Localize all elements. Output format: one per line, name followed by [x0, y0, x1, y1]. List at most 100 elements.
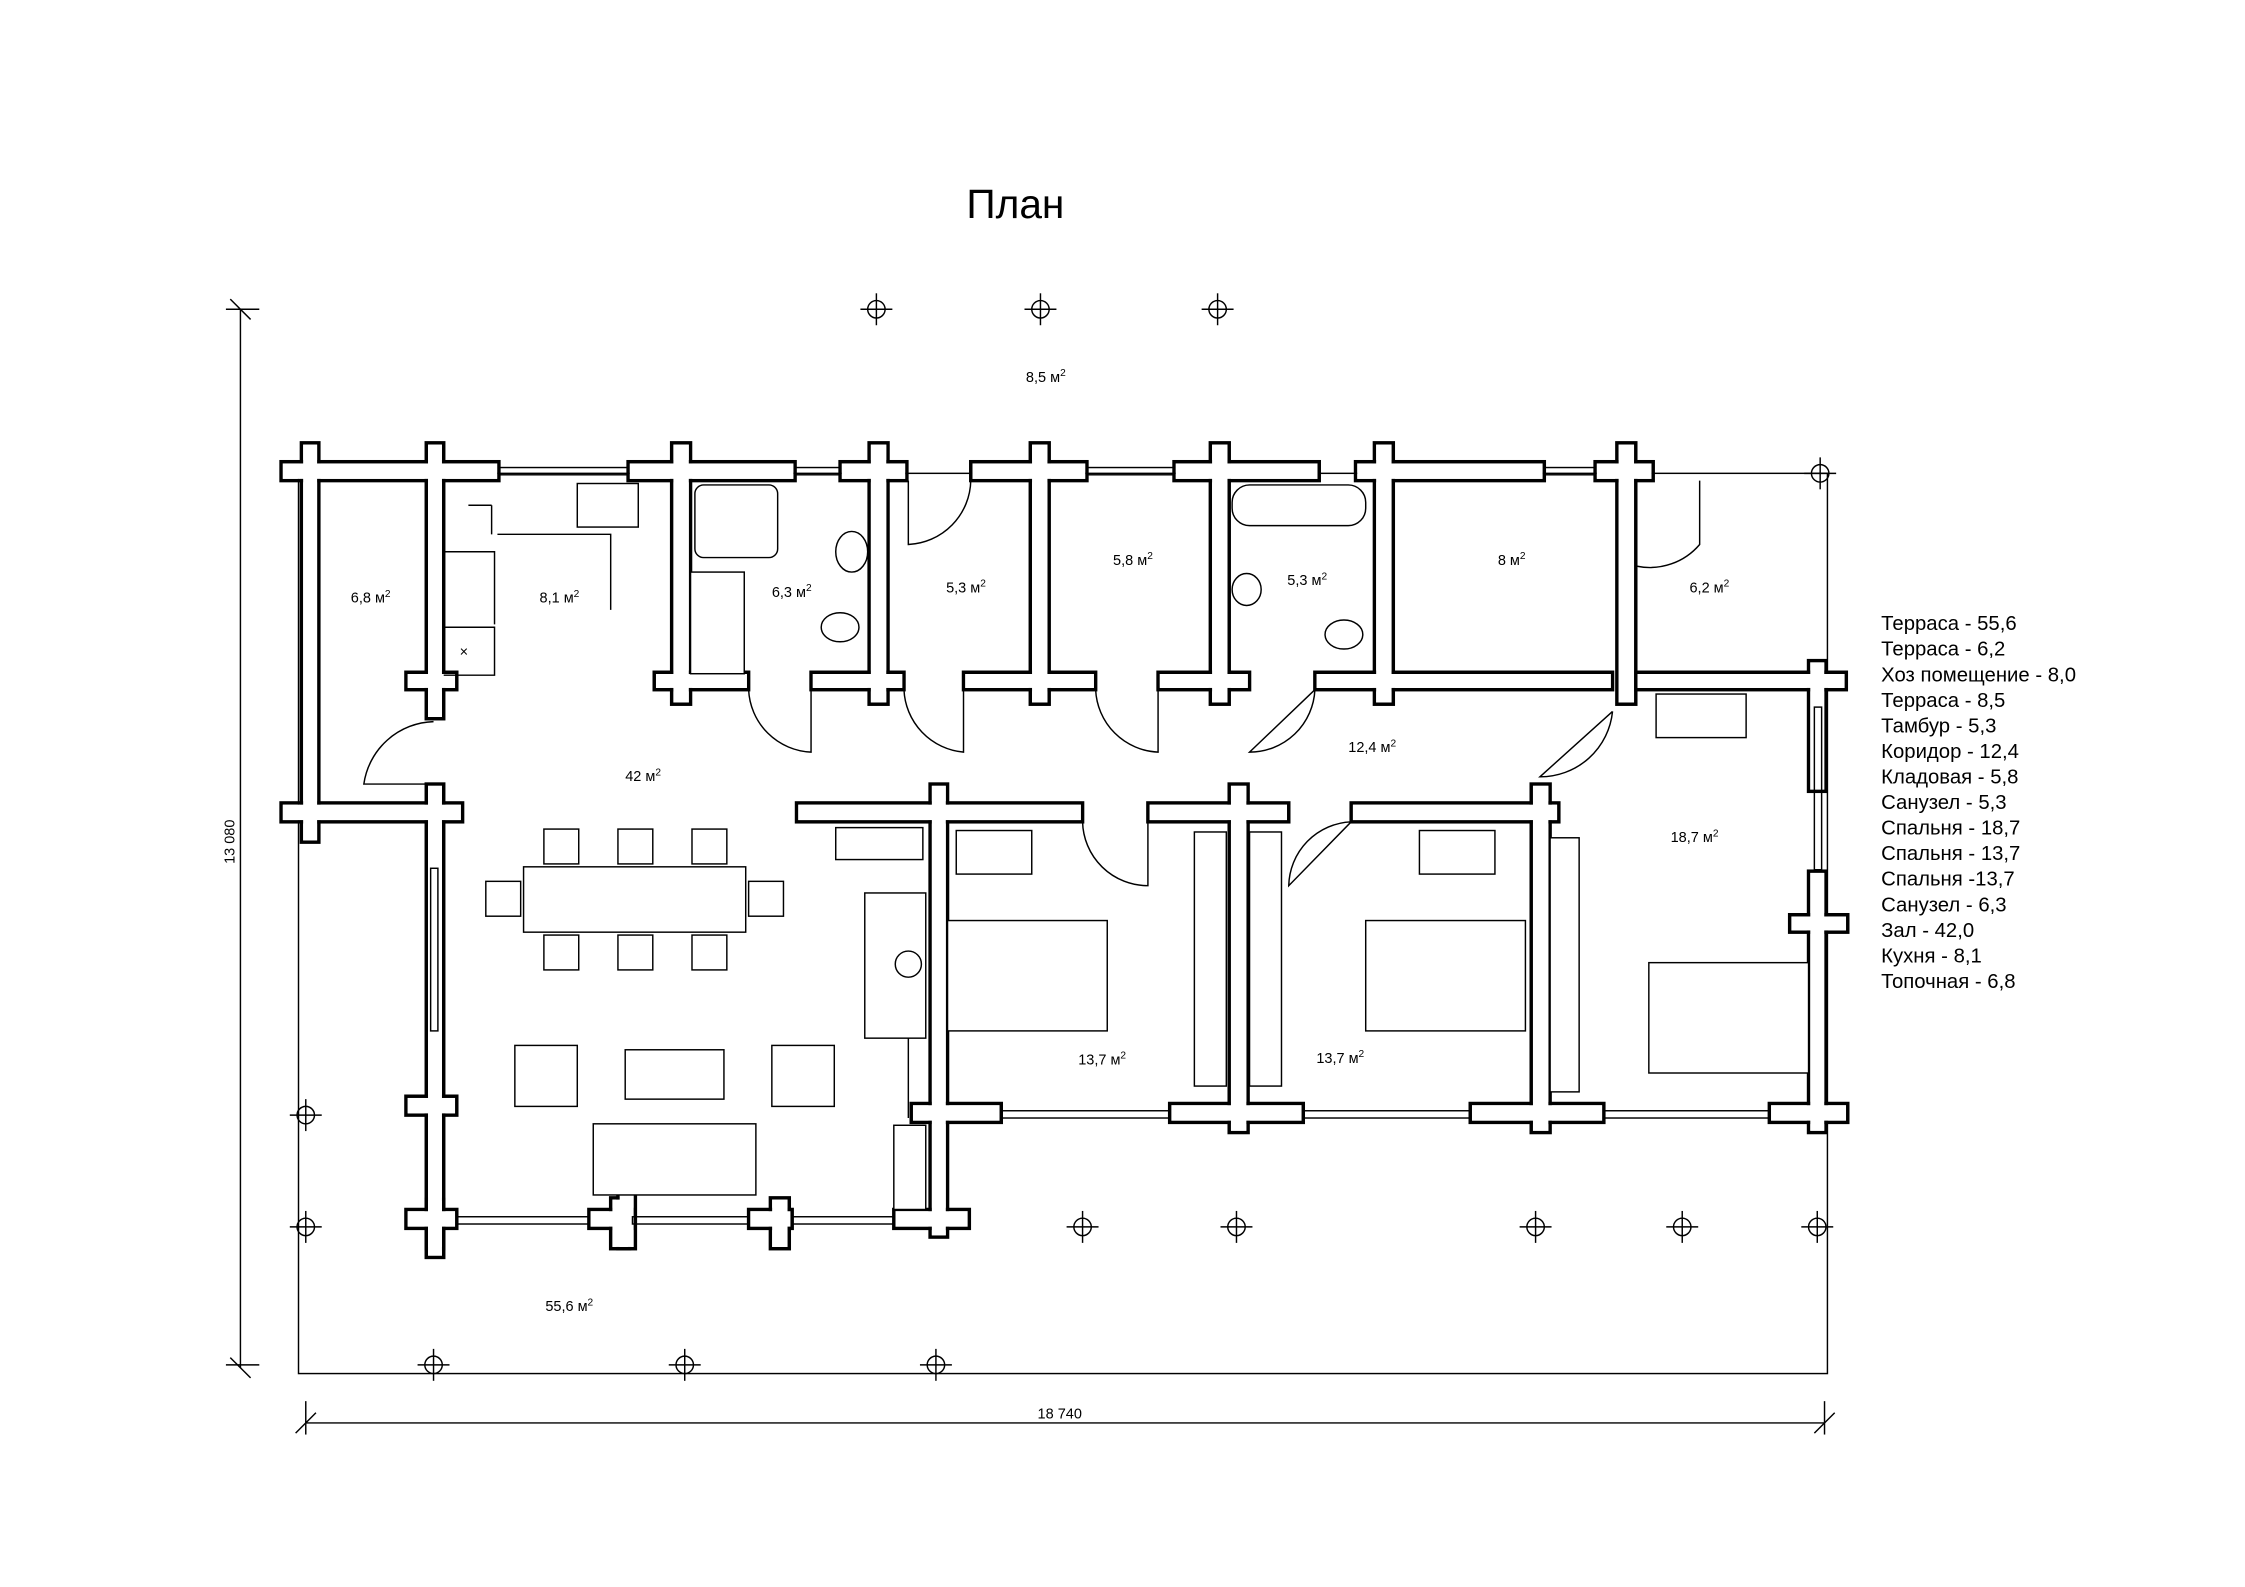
chair: [543, 828, 580, 865]
bed: [946, 919, 1108, 1032]
window: [429, 867, 439, 1032]
legend-item: Терраса - 55,6: [1881, 613, 2016, 635]
terrace-posts: [289, 293, 1837, 1381]
dresser: [1655, 693, 1747, 739]
toilet: [820, 612, 860, 643]
post-icon: [289, 1210, 322, 1243]
post-icon: [860, 293, 893, 326]
wall-segment: [1156, 670, 1252, 692]
window: [1543, 466, 1596, 476]
post-icon: [1201, 293, 1234, 326]
room-area-label: 6,2 м2: [1689, 579, 1729, 597]
room-area-label: 12,4 м2: [1348, 738, 1396, 756]
legend-item: Кладовая - 5,8: [1881, 766, 2018, 788]
wall-segment: [1806, 658, 1828, 794]
bed: [1648, 961, 1810, 1074]
wall-segment: [1615, 441, 1638, 706]
width-label: 18 740: [1038, 1407, 1082, 1423]
wardrobe: [1248, 831, 1283, 1087]
post-icon: [1801, 1210, 1834, 1243]
room-area-label: 55,6 м2: [545, 1297, 593, 1315]
dimension-width: 18 740: [295, 1401, 1836, 1435]
window: [1603, 1110, 1771, 1119]
post-icon: [1804, 457, 1837, 490]
post-icon: [919, 1348, 952, 1381]
windows: [429, 466, 1823, 1225]
post-icon: [417, 1348, 450, 1381]
post-icon: [1024, 293, 1057, 326]
bathtub: [694, 484, 779, 559]
legend-item: Топочная - 6,8: [1881, 971, 2015, 993]
toilet: [1324, 619, 1364, 650]
post-icon: [1220, 1210, 1253, 1243]
wall-segment: [1372, 441, 1396, 706]
window: [1000, 1110, 1171, 1119]
legend-item: Кухня - 8,1: [1881, 945, 1982, 967]
legend-item: Коридор - 12,4: [1881, 741, 2019, 763]
kitchen-sink: [576, 482, 639, 528]
height-label: 13 080: [223, 820, 239, 864]
dresser: [955, 829, 1033, 875]
legend-item: Спальня - 13,7: [1881, 843, 2020, 865]
window: [791, 1216, 895, 1225]
dining-table: [522, 866, 747, 933]
shelf: [689, 571, 745, 675]
chair: [617, 934, 654, 971]
armchair: [771, 1044, 836, 1108]
room-area-label: 8,5 м2: [1026, 368, 1066, 386]
wall-segment: [1227, 782, 1250, 1135]
wall-segment: [1349, 801, 1561, 824]
post-icon: [289, 1099, 322, 1132]
armchair: [514, 1044, 579, 1108]
wardrobe: [1549, 837, 1580, 1093]
wall-segment: [424, 441, 446, 721]
window: [1302, 1110, 1471, 1119]
dresser: [1418, 829, 1496, 875]
legend-item: Спальня - 18,7: [1881, 818, 2020, 840]
chair: [485, 880, 522, 917]
post-icon: [668, 1348, 701, 1381]
wall-segment: [809, 670, 906, 692]
svg-text:×: ×: [460, 644, 468, 660]
legend-item: Санузел - 5,3: [1881, 792, 2006, 814]
room-area-label: 8 м2: [1498, 551, 1526, 569]
window: [794, 466, 841, 476]
plan-title: План: [966, 181, 1064, 227]
wall-segment: [961, 670, 1098, 692]
wall-segment: [1146, 801, 1291, 824]
room-area-label: 6,8 м2: [351, 589, 391, 607]
room-area-label: 42 м2: [625, 767, 661, 785]
sofa: [592, 1123, 757, 1196]
legend-item: Тамбур - 5,3: [1881, 715, 1996, 737]
legend-item: Зал - 42,0: [1881, 920, 1974, 942]
chair: [691, 934, 728, 971]
room-area-label: 6,3 м2: [772, 583, 812, 601]
chair: [617, 828, 654, 865]
window: [456, 1216, 590, 1225]
legend-item: Терраса - 8,5: [1881, 690, 2005, 712]
post-icon: [1066, 1210, 1099, 1243]
cabinet: [893, 1124, 927, 1211]
window: [1813, 706, 1823, 871]
wall-segment: [299, 441, 321, 844]
wall-segment: [1634, 670, 1849, 692]
room-area-label: 5,3 м2: [1287, 571, 1327, 589]
wall-segment: [867, 441, 890, 706]
window: [1086, 466, 1175, 476]
window: [631, 1216, 750, 1225]
bathtub: [1231, 484, 1367, 527]
post-icon: [1519, 1210, 1552, 1243]
legend-item: Терраса - 6,2: [1881, 639, 2005, 661]
bed: [1364, 919, 1527, 1032]
walls: [279, 441, 1850, 1260]
wall-segment: [1028, 441, 1051, 706]
post-icon: [1666, 1210, 1699, 1243]
room-area-label: 13,7 м2: [1316, 1049, 1364, 1067]
room-area-label: 18,7 м2: [1671, 828, 1719, 846]
chair: [691, 828, 728, 865]
wall-segment: [1208, 441, 1231, 706]
chair: [543, 934, 580, 971]
window: [498, 466, 629, 476]
